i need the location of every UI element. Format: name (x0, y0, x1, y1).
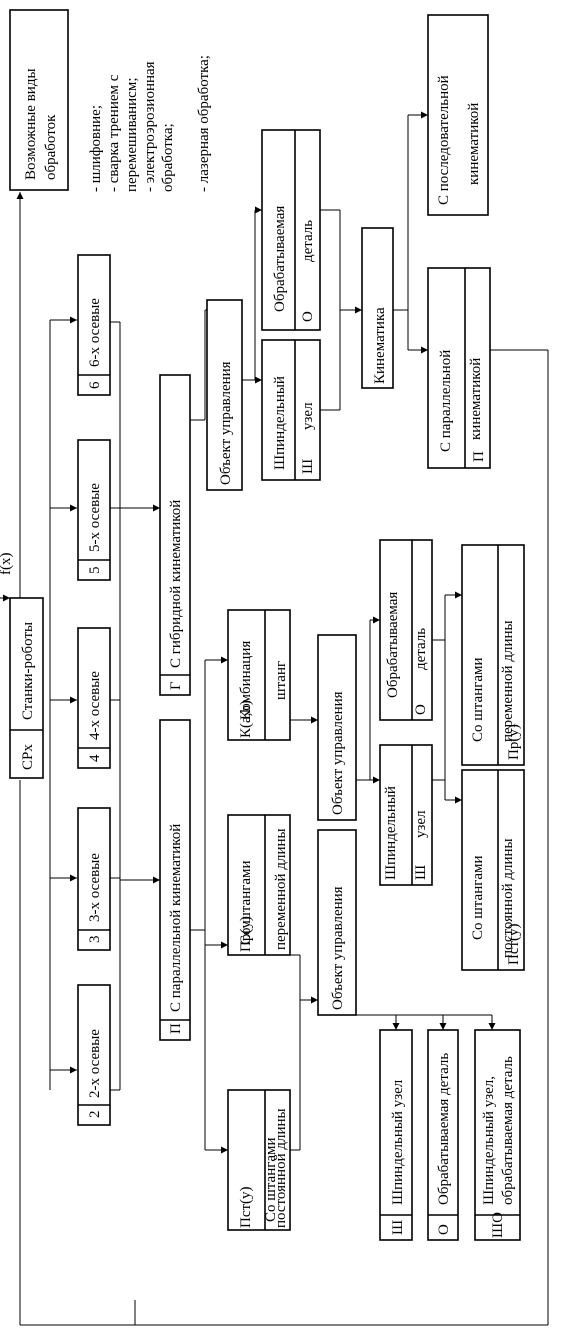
axis-label-5: 5-х осевые (87, 483, 103, 552)
axis-code-4: 4 (87, 754, 103, 762)
hybrid-par-label-1: С параллельной (438, 350, 454, 452)
const-label-1: Со штангами (263, 1137, 279, 1222)
combo-const-code: Пст(у) (506, 923, 522, 965)
parallel-code: П (168, 1023, 184, 1034)
axis-code-2: 2 (87, 1111, 103, 1119)
fx-label: f(x) (0, 553, 14, 576)
processing-title-1: Возможные виды (23, 68, 39, 180)
output-spindle-code: Ш (390, 1220, 406, 1235)
hybrid-part-label-2: деталь (300, 220, 316, 262)
combo-part-label-2: деталь (413, 628, 429, 670)
root-box (9, 597, 44, 779)
combo-code: К(а,b) (238, 700, 254, 738)
processing-item-5: обработка; (160, 123, 176, 192)
axis-code-6: 6 (87, 381, 103, 389)
axis-label-3: 3-х осевые (87, 853, 103, 922)
combo-var-label-1: Со штангами (470, 657, 486, 742)
axis-box-3 (77, 807, 111, 951)
hybrid-part-box (261, 129, 321, 331)
output-spindle-part-label-1: Шпиндельный узел, (481, 1076, 497, 1205)
var-code: Пр(у) (238, 916, 254, 952)
output-spindle-part-box (474, 1029, 521, 1241)
const-label-2: постоянной длины (273, 1108, 289, 1228)
processing-box (9, 9, 69, 191)
axis-box-2 (77, 984, 111, 1126)
root-label: Станки-роботы (20, 622, 36, 720)
hybrid-spindle-box (261, 339, 321, 481)
combo-label-1: Комбинация (238, 641, 254, 720)
processing-item-6: - лазерная обработка; (196, 55, 212, 192)
combo-var-code: Пр(у) (506, 724, 522, 760)
control-object-label: Объект управления (330, 886, 346, 1010)
hybrid-code: Г (168, 681, 184, 690)
combo-const-label-1: Со штангами (470, 855, 486, 940)
processing-item-4: - электроэрозионная (142, 61, 158, 192)
hybrid-seq-label-1: С последовательной (436, 75, 452, 205)
hybrid-parallel-box (427, 267, 491, 469)
combo-label-2: штанг (273, 661, 289, 700)
combo-part-label-1: Обрабатываемая (385, 592, 401, 698)
root-code: СРх (20, 744, 36, 770)
control-object-box-2 (317, 634, 357, 821)
var-length-box (227, 814, 291, 956)
hybrid-spindle-label-2: узел (300, 402, 316, 430)
processing-item-1: - шлифовние; (88, 105, 104, 192)
hybrid-spindle-label-1: Шпиндельный (272, 376, 288, 470)
combo-var-box (461, 544, 525, 766)
parallel-box (159, 719, 191, 1041)
axis-box-4 (77, 627, 111, 769)
axis-label-4: 4-х осевые (87, 671, 103, 740)
var-label-1: Со штангами (238, 860, 254, 945)
combo-spindle-label-1: Шпиндельный (383, 786, 399, 880)
output-spindle-part-label-2: обрабатываемая деталь (500, 1056, 516, 1205)
combo-const-label-2: постоянной длины (500, 838, 516, 958)
connector-lines (0, 111, 549, 1326)
processing-item-2: - сварка трением с (106, 74, 122, 192)
combo-box (227, 609, 291, 741)
combo-var-label-2: переменной длины (500, 620, 516, 742)
hybrid-part-code: О (300, 311, 316, 322)
processing-item-3: перемешиванисм; (124, 78, 140, 193)
axis-label-2: 2-х осевые (87, 1029, 103, 1098)
kinematics-box (361, 227, 394, 389)
hybrid-par-code: П (471, 451, 487, 462)
axis-box-5 (77, 439, 111, 581)
hybrid-part-label-1: Обрабатываемая (272, 206, 288, 312)
control-object-box-3 (206, 299, 243, 491)
output-spindle-label: Шпиндельный узел (390, 1079, 406, 1205)
combo-part-box (379, 539, 433, 721)
control-object-label-3: Объект управления (218, 361, 234, 485)
var-label-2: переменной длины (273, 828, 289, 950)
control-object-label-2: Объект управления (330, 691, 346, 815)
hybrid-spindle-code: Ш (300, 459, 316, 474)
const-code: Пст(у) (238, 1186, 254, 1228)
hybrid-sequential-box (427, 14, 489, 216)
output-part-code: О (436, 1224, 452, 1235)
combo-const-box (461, 769, 525, 971)
combo-part-code: О (413, 704, 429, 715)
parallel-label: С параллельной кинематикой (168, 824, 184, 1012)
hybrid-box (159, 374, 191, 696)
processing-title-2: обработок (43, 114, 59, 180)
hybrid-par-label-2: кинематикой (468, 358, 484, 440)
combo-spindle-label-2: узел (413, 810, 429, 838)
axis-code-5: 5 (87, 567, 103, 575)
output-part-box (427, 1029, 459, 1241)
const-length-box (227, 1089, 291, 1231)
hybrid-label: С гибридной кинематикой (168, 500, 184, 668)
axis-box-6 (77, 254, 111, 396)
output-spindle-part-code: ШО (490, 1212, 506, 1238)
axis-code-3: 3 (87, 936, 103, 944)
combo-spindle-box (379, 744, 433, 886)
output-part-label: Обрабатываемая деталь (436, 1053, 452, 1205)
kinematics-label: Кинематика (372, 307, 388, 384)
output-spindle-box (379, 1029, 413, 1241)
combo-spindle-code: Ш (413, 865, 429, 880)
axis-label-6: 6-х осевые (87, 298, 103, 367)
hybrid-seq-label-2: кинематикой (466, 103, 482, 185)
control-object-box (317, 829, 357, 1016)
